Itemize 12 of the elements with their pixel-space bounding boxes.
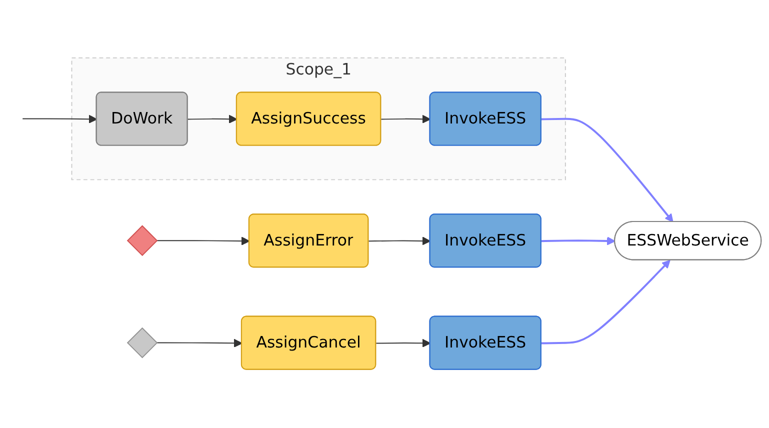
arrow: [368, 237, 431, 246]
node-diamond: [126, 328, 158, 359]
arrow: [376, 339, 431, 348]
arrow: [156, 339, 242, 348]
arrow: [22, 115, 98, 124]
arrow: [541, 260, 670, 345]
arrow: [156, 237, 250, 246]
node-diamond: [126, 226, 158, 256]
arrow: [380, 115, 431, 124]
arrow: [187, 115, 238, 124]
arrow: [541, 118, 674, 223]
arrow: [541, 237, 616, 246]
